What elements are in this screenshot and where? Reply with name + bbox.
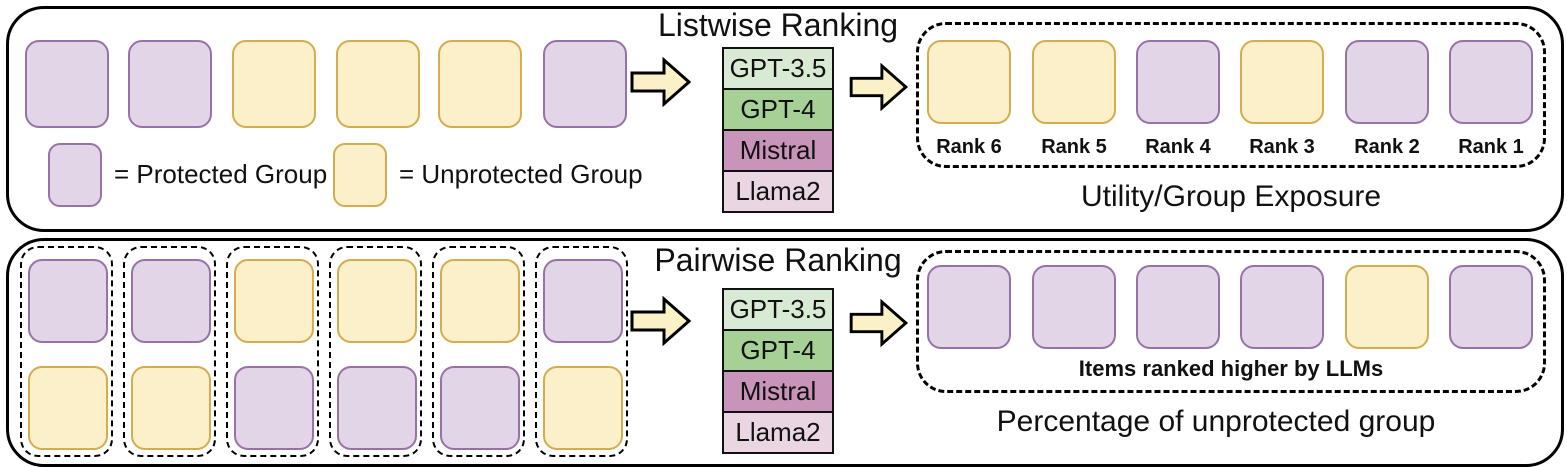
item-square <box>336 40 420 128</box>
llm-label: Llama2 <box>735 417 821 447</box>
item-square <box>543 366 623 450</box>
pair-box <box>329 246 422 457</box>
llm-label: GPT-3.5 <box>729 53 827 83</box>
ranked-item-square <box>927 40 1011 124</box>
right-arrow-icon <box>849 299 909 347</box>
item-square <box>234 366 314 450</box>
llm-label: Mistral <box>739 135 817 165</box>
item-square <box>28 366 108 450</box>
item-square <box>440 366 520 450</box>
item-square <box>337 366 417 450</box>
rank-label: Rank 1 <box>1458 136 1524 158</box>
listwise-caption: Utility/Group Exposure <box>1080 180 1382 213</box>
pairwise-title: Pairwise Ranking <box>654 242 902 278</box>
output-item-square <box>1136 265 1220 349</box>
item-square <box>131 259 211 343</box>
pairwise-output-box <box>916 250 1546 393</box>
llm-row-gpt35: GPT-3.5 <box>724 49 832 88</box>
legend-unprotected-swatch <box>333 143 387 207</box>
ranked-item-square <box>1240 40 1324 124</box>
llm-row-llama2: Llama2 <box>724 411 832 452</box>
item-square <box>438 40 522 128</box>
pairwise-note: Items ranked higher by LLMs <box>1078 356 1384 381</box>
ranked-item-square <box>1449 40 1533 124</box>
rank-label: Rank 4 <box>1145 136 1211 158</box>
item-square <box>234 259 314 343</box>
item-square <box>128 40 212 128</box>
pairwise-caption: Percentage of unprotected group <box>996 405 1436 438</box>
output-item-square <box>1345 265 1429 349</box>
legend-protected-label: = Protected Group <box>114 159 328 189</box>
rank-label: Rank 6 <box>936 136 1002 158</box>
llm-row-gpt4: GPT-4 <box>724 88 832 129</box>
rank-label: Rank 3 <box>1249 136 1315 158</box>
llm-row-llama2: Llama2 <box>724 170 832 211</box>
item-square <box>131 366 211 450</box>
right-arrow-icon <box>849 63 909 111</box>
pair-box <box>535 246 628 457</box>
llm-row-mistral: Mistral <box>724 370 832 411</box>
llm-stack-pairwise: GPT-3.5 GPT-4 Mistral Llama2 <box>722 288 834 454</box>
legend-protected-swatch <box>48 143 102 207</box>
llm-stack-listwise: GPT-3.5 GPT-4 Mistral Llama2 <box>722 47 834 213</box>
llm-row-gpt4: GPT-4 <box>724 329 832 370</box>
pair-box <box>20 246 113 457</box>
llm-row-mistral: Mistral <box>724 129 832 170</box>
right-arrow-icon <box>630 57 692 107</box>
item-square <box>232 40 316 128</box>
llm-label: GPT-3.5 <box>729 294 827 324</box>
item-square <box>28 259 108 343</box>
pair-box <box>432 246 525 457</box>
llm-label: Llama2 <box>735 176 821 206</box>
item-square <box>337 259 417 343</box>
ranked-item-square <box>1032 40 1116 124</box>
output-item-square <box>1449 265 1533 349</box>
item-square <box>25 40 109 128</box>
pair-box <box>226 246 319 457</box>
listwise-title: Listwise Ranking <box>657 7 899 43</box>
llm-label: GPT-4 <box>740 94 816 124</box>
output-item-square <box>927 265 1011 349</box>
ranked-item-square <box>1345 40 1429 124</box>
item-square <box>440 259 520 343</box>
listwise-output-box <box>916 22 1546 168</box>
output-item-square <box>1240 265 1324 349</box>
output-item-square <box>1032 265 1116 349</box>
pair-box <box>123 246 216 457</box>
legend-unprotected-label: = Unprotected Group <box>399 159 643 189</box>
ranked-item-square <box>1136 40 1220 124</box>
llm-label: Mistral <box>739 376 817 406</box>
llm-row-gpt35: GPT-3.5 <box>724 290 832 329</box>
rank-label: Rank 2 <box>1354 136 1420 158</box>
item-square <box>543 259 623 343</box>
right-arrow-icon <box>630 296 692 346</box>
rank-label: Rank 5 <box>1041 136 1107 158</box>
item-square <box>543 40 627 128</box>
llm-label: GPT-4 <box>740 335 816 365</box>
